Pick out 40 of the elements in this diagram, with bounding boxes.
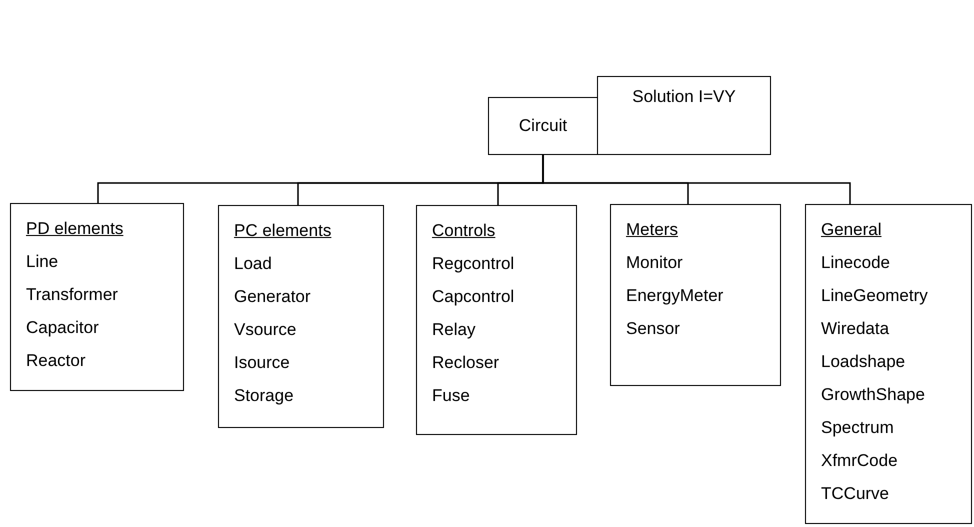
item-label: Isource	[234, 352, 291, 374]
category-heading: General	[821, 219, 882, 241]
category-heading: Controls	[432, 220, 496, 242]
item-label: Storage	[234, 385, 295, 407]
category-box	[805, 204, 972, 524]
item-label: Transformer	[26, 284, 119, 306]
item-label: Reactor	[26, 350, 87, 372]
category-heading: PD elements	[26, 218, 124, 240]
item-label: Spectrum	[821, 417, 895, 439]
category-heading: Meters	[626, 219, 679, 241]
item-label: Generator	[234, 286, 312, 308]
item-label: Sensor	[626, 318, 681, 340]
item-label: XfmrCode	[821, 450, 899, 472]
category-box	[218, 205, 384, 428]
box-label: Solution I=VY	[632, 87, 736, 108]
root-box	[488, 97, 598, 155]
item-label: EnergyMeter	[626, 285, 724, 307]
item-label: Linecode	[821, 252, 892, 274]
item-label: TCCurve	[821, 483, 890, 505]
category-heading: PC elements	[234, 220, 332, 242]
connector-line	[542, 155, 851, 204]
category-box	[610, 204, 781, 386]
item-label: Regcontrol	[432, 253, 516, 275]
box-label: Circuit	[518, 116, 568, 136]
item-label: Capcontrol	[432, 286, 516, 308]
item-label: Vsource	[234, 319, 298, 341]
category-box	[10, 203, 184, 391]
item-label: Wiredata	[821, 318, 890, 340]
item-label: GrowthShape	[821, 384, 926, 406]
item-label: Relay	[432, 319, 476, 341]
item-label: LineGeometry	[821, 285, 929, 307]
item-label: Loadshape	[821, 351, 906, 373]
item-label: Monitor	[626, 252, 684, 274]
item-label: Line	[26, 251, 60, 273]
item-label: Load	[234, 253, 273, 275]
solution-box	[597, 76, 771, 155]
category-box	[416, 205, 577, 435]
item-label: Capacitor	[26, 317, 100, 339]
item-label: Recloser	[432, 352, 500, 374]
item-label: Fuse	[432, 385, 471, 407]
